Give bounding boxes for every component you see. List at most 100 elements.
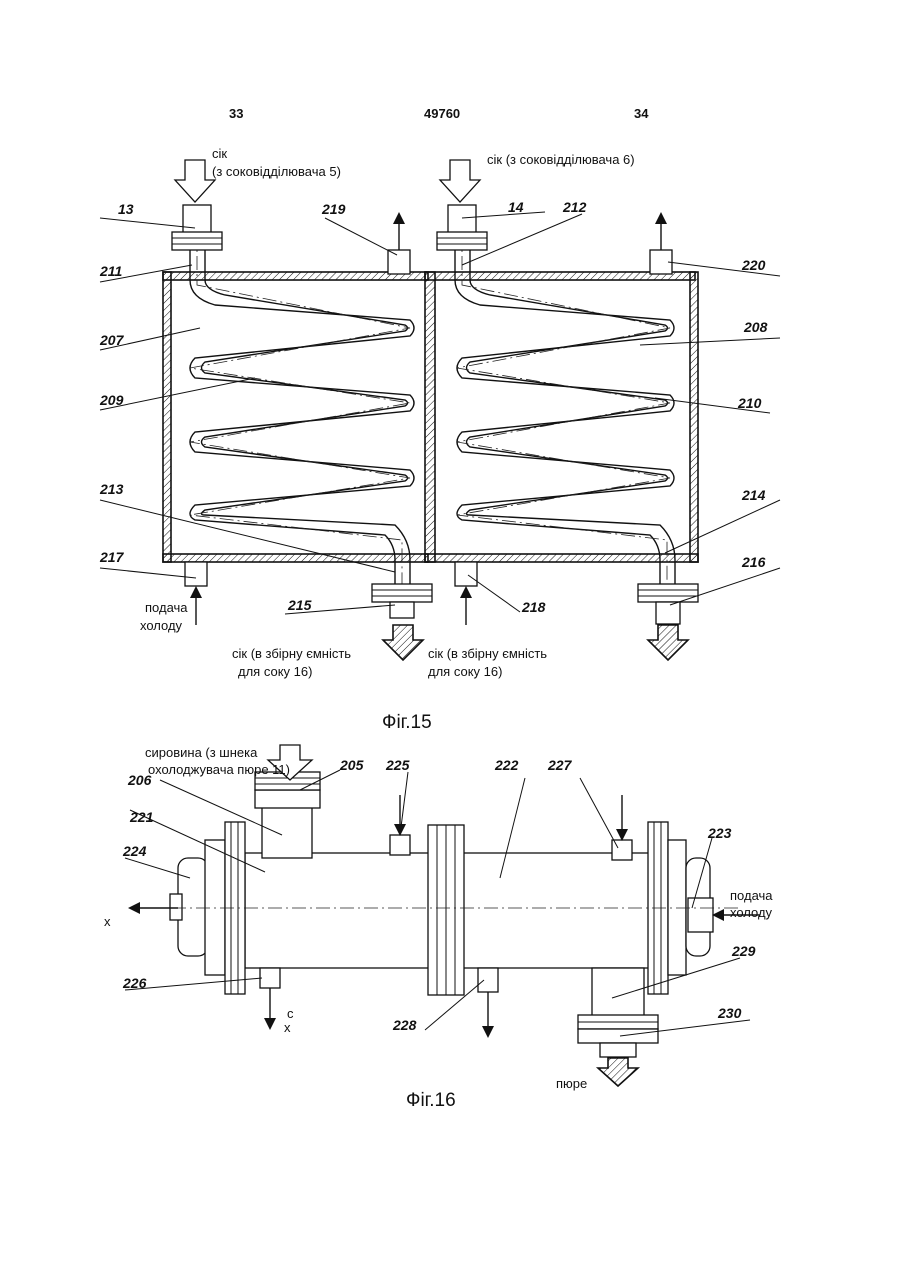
left-top-vent [388,250,410,274]
ref-225: 225 [385,757,410,773]
ref-215: 215 [287,597,312,613]
leader-219 [325,218,397,255]
right-end-plate [668,840,686,975]
port-226-arrowhead [264,1018,276,1030]
ref-205: 205 [339,757,364,773]
raw-inlet-flange-lower [255,790,320,808]
ref-227: 227 [547,757,573,773]
cold-supply-label-1: подача [145,600,188,615]
left-juice-inlet-label-1: сік [212,146,227,161]
port-225 [390,835,410,855]
right-juice-outlet-label-2: для соку 16) [428,664,502,679]
ref-13: 13 [118,201,134,217]
ref-211: 211 [99,263,123,279]
cold-supply-label-2: холоду [140,618,183,633]
page-number-left: 33 [229,106,243,121]
puree-label: пюре [556,1076,587,1091]
right-inlet-flange [437,232,487,250]
right-coil-outer [455,232,674,600]
right-tank-bottom-wall [425,554,698,562]
ref-207: 207 [99,332,125,348]
ref-218: 218 [521,599,546,615]
ref-222: 222 [494,757,519,773]
ref-228: 228 [392,1017,417,1033]
cold-supply-label-2: холоду [730,905,773,920]
right-juice-inlet-label: сік (з соковідділювача 6) [487,152,635,167]
cold-supply-arrowhead [712,909,724,921]
ref-209: 209 [99,392,124,408]
ref-219: 219 [321,201,346,217]
right-cold-inlet-arrowhead [460,586,472,598]
left-outlet-pipe [390,602,414,618]
puree-outlet-neck [592,968,644,1018]
ref-212: 212 [562,199,587,215]
port-228 [478,968,498,992]
left-coil-axis [190,232,410,600]
left-inlet-flange [172,232,222,250]
axis-x-left-arrowhead [128,902,140,914]
patent-number: 49760 [424,106,460,121]
shared-partition-wall [425,272,435,562]
puree-outlet-pipe [600,1043,636,1057]
ref-221: 221 [129,809,154,825]
left-cold-inlet-arrowhead [190,586,202,598]
left-juice-outlet-label-1: сік (в збірну ємність [232,646,351,661]
leader-218 [468,575,520,612]
axis-x-label-bottom: х [284,1020,291,1035]
left-tank-left-wall [163,272,171,562]
fig15-caption: Фіг.15 [382,712,432,733]
port-227-arrowhead [616,829,628,841]
puree-outlet-arrow [598,1058,638,1086]
left-juice-inlet-arrow [175,160,215,202]
right-tank-right-wall [690,272,698,562]
right-top-vent-arrowhead [655,212,667,224]
right-inlet-pipe [448,205,476,235]
right-cold-inlet [455,562,477,586]
right-juice-inlet-arrow [440,160,480,202]
fig16-diagram: 205 225 222 227 206 221 223 224 229 226 … [104,745,773,1111]
port-226 [260,968,280,988]
right-coil-axis [457,232,670,600]
ref-208: 208 [743,319,768,335]
left-cold-inlet [185,562,207,586]
leader-217 [100,568,196,578]
left-coil-outer [190,232,414,600]
ref-229: 229 [731,943,756,959]
left-outlet-flange [372,584,432,602]
left-top-vent-arrowhead [393,212,405,224]
right-outlet-pipe [656,602,680,624]
right-outlet-flange [638,584,698,602]
right-juice-outlet-arrow [648,625,688,660]
page-number-right: 34 [634,106,649,121]
leader-227 [580,778,618,848]
fig16-caption: Фіг.16 [406,1090,456,1111]
cold-supply-label-1: подача [730,888,773,903]
left-juice-inlet-label-2: (з соковідділювача 5) [212,164,341,179]
left-coil-inner [202,232,411,600]
left-shaft-stub [170,894,182,920]
right-coil-inner [467,232,676,600]
ref-210: 210 [737,395,762,411]
right-cold-inlet-stub [688,898,713,932]
ref-220: 220 [741,257,766,273]
ref-230: 230 [717,1005,742,1021]
ref-223: 223 [707,825,732,841]
raw-material-label-2: охолоджувача пюре 11) [148,762,290,777]
axis-c-label: с [287,1006,294,1021]
leader-208 [640,338,780,345]
axis-x-label-left: х [104,914,111,929]
port-228-arrowhead [482,1026,494,1038]
ref-213: 213 [99,481,124,497]
leader-13 [100,218,195,228]
left-juice-outlet-arrow [383,625,423,660]
ref-224: 224 [122,843,147,859]
raw-material-label-1: сировина (з шнека [145,745,258,760]
leader-214 [665,500,780,553]
left-juice-outlet-label-2: для соку 16) [238,664,312,679]
ref-226: 226 [122,975,147,991]
left-tank-bottom-wall [163,554,428,562]
left-inlet-pipe [183,205,211,235]
puree-outlet-flange-lower [578,1029,658,1043]
